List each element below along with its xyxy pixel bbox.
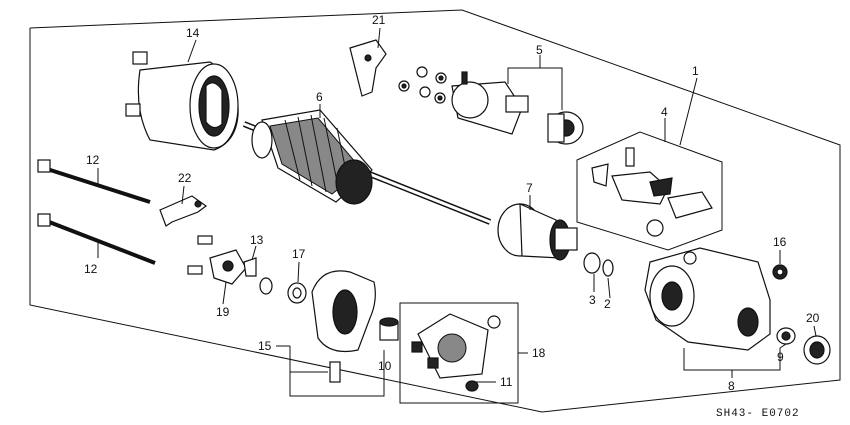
nut-part-16 <box>772 264 788 280</box>
callout-10: 10 <box>378 359 392 373</box>
callout-5: 5 <box>536 43 543 57</box>
callout-13: 13 <box>250 233 264 247</box>
callout-22: 22 <box>178 171 192 185</box>
yoke-housing-part <box>125 51 239 151</box>
solenoid-fittings-part <box>591 147 713 237</box>
bracket-part-21 <box>349 39 387 97</box>
diagram-code: SH43- E0702 <box>716 408 800 420</box>
callout-7: 7 <box>526 181 533 195</box>
spring-part-13 <box>243 257 273 295</box>
callout-6: 6 <box>316 90 323 104</box>
washer-part-17 <box>287 282 307 304</box>
callout-9: 9 <box>777 350 784 364</box>
callout-20: 20 <box>806 311 820 325</box>
callout-15: 15 <box>258 339 272 353</box>
nut-washer-set <box>398 66 447 104</box>
callout-11: 11 <box>500 375 513 389</box>
assembly-outline <box>29 9 841 413</box>
bushing-part-9 <box>776 327 796 345</box>
drive-housing-part <box>644 247 771 351</box>
grommet-part-20 <box>803 335 831 365</box>
callout-19: 19 <box>216 305 230 319</box>
plate-part-22 <box>159 195 208 227</box>
leader-lines <box>97 27 817 397</box>
callout-12-lower: 12 <box>84 262 98 276</box>
callout-17: 17 <box>292 247 306 261</box>
callout-1: 1 <box>692 64 699 78</box>
cover-part-19 <box>187 235 247 285</box>
bushing-part-10 <box>379 317 399 341</box>
callout-8: 8 <box>728 379 735 393</box>
callout-14: 14 <box>186 26 200 40</box>
callout-4: 4 <box>661 105 668 119</box>
callout-2: 2 <box>604 297 611 311</box>
rear-cover-part <box>311 270 376 383</box>
overrunning-clutch-part <box>497 203 578 261</box>
solenoid-part <box>451 71 584 145</box>
callout-16: 16 <box>773 235 787 249</box>
through-bolts-part <box>37 159 156 265</box>
armature-part <box>242 109 492 225</box>
callout-labels: 1 2 3 4 5 6 7 8 9 10 11 12 12 13 14 15 1… <box>84 13 820 393</box>
stop-collar-ring-part <box>583 252 614 277</box>
brush-holder-part <box>411 313 501 392</box>
callout-12-upper: 12 <box>86 153 100 167</box>
callout-3: 3 <box>589 293 596 307</box>
callout-18: 18 <box>532 346 546 360</box>
group-box-4 <box>576 131 723 251</box>
callout-21: 21 <box>372 13 386 27</box>
